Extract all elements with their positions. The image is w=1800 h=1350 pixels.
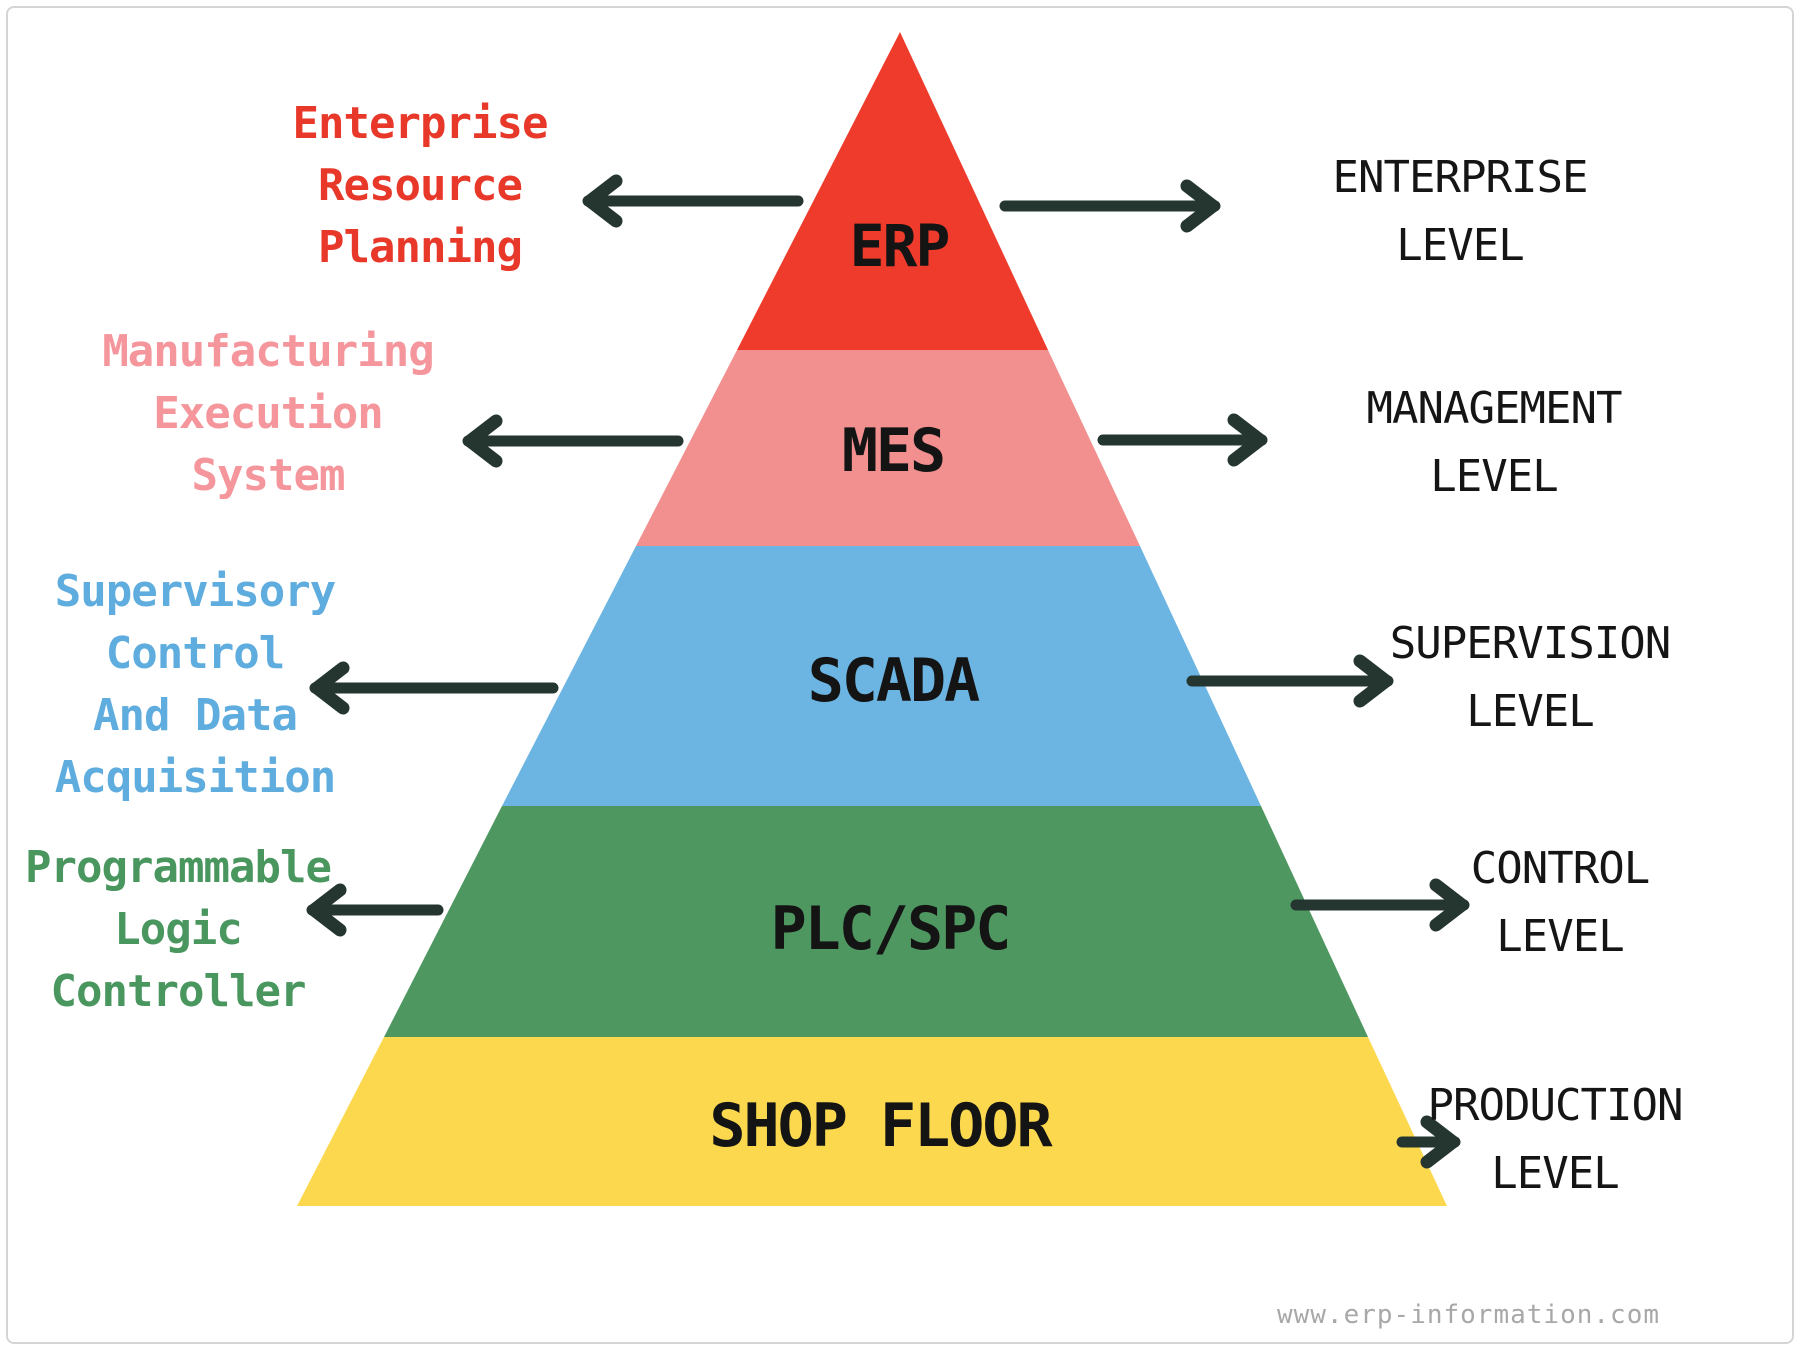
production-level-label: PRODUCTION LEVEL xyxy=(1427,1072,1684,1208)
supervision-level-line-1: SUPERVISION xyxy=(1389,618,1671,669)
supervision-level-label: SUPERVISION LEVEL xyxy=(1389,610,1671,746)
band-label-plc: PLC/SPC xyxy=(770,894,1012,964)
scada-expansion-line-3: And Data xyxy=(93,690,298,741)
control-level-line-2: LEVEL xyxy=(1496,911,1624,962)
mes-expansion-label: Manufacturing Execution System xyxy=(102,321,434,507)
control-level-line-1: CONTROL xyxy=(1470,843,1650,894)
management-level-line-1: MANAGEMENT xyxy=(1366,383,1623,434)
scada-expansion-line-4: Acquisition xyxy=(54,752,336,803)
band-label-mes: MES xyxy=(841,416,946,486)
band-label-scada: SCADA xyxy=(807,646,981,716)
production-level-line-1: PRODUCTION xyxy=(1427,1080,1684,1131)
enterprise-level-line-1: ENTERPRISE xyxy=(1332,152,1589,203)
mes-expansion-line-3: System xyxy=(191,450,346,501)
erp-expansion-line-2: Resource xyxy=(318,160,523,211)
management-level-label: MANAGEMENT LEVEL xyxy=(1366,375,1623,511)
band-plc xyxy=(384,806,1368,1037)
production-level-line-2: LEVEL xyxy=(1491,1148,1619,1199)
band-mes xyxy=(636,350,1140,546)
site-watermark: www.erp-information.com xyxy=(1276,1300,1660,1330)
scada-expansion-line-1: Supervisory xyxy=(54,566,336,617)
erp-expansion-label: Enterprise Resource Planning xyxy=(292,93,549,279)
management-level-line-2: LEVEL xyxy=(1430,451,1558,502)
arrows-group xyxy=(306,174,1470,1169)
enterprise-level-label: ENTERPRISE LEVEL xyxy=(1332,144,1589,280)
erp-expansion-line-3: Planning xyxy=(318,222,523,273)
band-label-erp: ERP xyxy=(849,212,951,280)
erp-expansion-line-1: Enterprise xyxy=(292,98,549,149)
band-label-shop-floor: SHOP FLOOR xyxy=(709,1091,1052,1161)
scada-expansion-label: Supervisory Control And Data Acquisition xyxy=(54,561,336,809)
enterprise-level-line-2: LEVEL xyxy=(1396,220,1524,271)
band-scada xyxy=(502,546,1261,806)
band-shop-floor xyxy=(297,1037,1447,1206)
control-level-label: CONTROL LEVEL xyxy=(1470,835,1650,971)
plc-expansion-label: Programmable Logic Controller xyxy=(25,837,332,1023)
scada-expansion-line-2: Control xyxy=(105,628,285,679)
band-erp xyxy=(737,32,1048,350)
supervision-level-line-2: LEVEL xyxy=(1466,686,1594,737)
plc-expansion-line-3: Controller xyxy=(50,966,307,1017)
plc-expansion-line-2: Logic xyxy=(114,904,242,955)
plc-expansion-line-1: Programmable xyxy=(25,842,332,893)
mes-expansion-line-2: Execution xyxy=(153,388,383,439)
mes-expansion-line-1: Manufacturing xyxy=(102,326,434,377)
